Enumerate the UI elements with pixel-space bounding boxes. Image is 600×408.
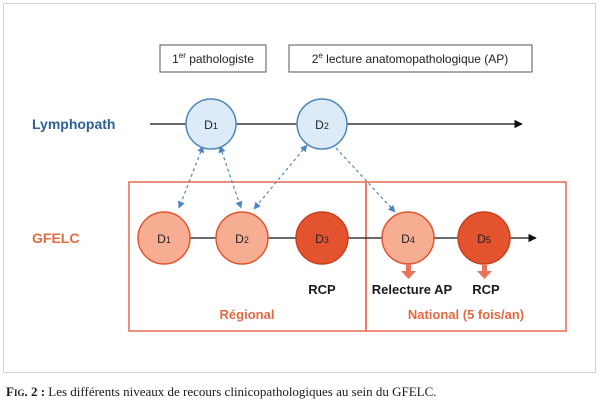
caption-text: Les différents niveaux de recours clinic… — [45, 384, 437, 399]
d3-rcp-label: RCP — [308, 282, 336, 297]
second-reading-box — [288, 44, 533, 73]
figure-caption: Fig. 2 : Les différents niveaux de recou… — [6, 384, 437, 400]
lymphopath-node-d1: D1 — [185, 98, 237, 150]
gfelc-node-d4: D4 — [381, 211, 435, 265]
diagram-canvas: 1er pathologiste 2e lecture anatomopatho… — [32, 44, 567, 332]
svg-text:D3: D3 — [315, 232, 329, 246]
svg-text:D2: D2 — [235, 232, 249, 246]
first-pathologist-label: 1er pathologiste — [172, 51, 254, 66]
second-reading-label: 2e lecture anatomopathologique (AP) — [312, 51, 509, 66]
d5-down-arrow — [477, 264, 492, 279]
link-d2-to-gfelc-d2 — [253, 144, 308, 210]
gfelc-node-d3: D3 — [295, 211, 349, 265]
gfelc-node-d1: D1 — [137, 211, 191, 265]
lymphopath-label: Lymphopath — [32, 116, 115, 132]
first-pathologist-box — [159, 44, 267, 73]
d4-relecture-label: Relecture AP — [372, 282, 453, 297]
svg-text:D5: D5 — [477, 232, 491, 246]
national-box — [365, 181, 567, 332]
svg-text:D2: D2 — [315, 118, 329, 132]
gfelc-node-d2: D2 — [215, 211, 269, 265]
svg-text:D1: D1 — [157, 232, 171, 246]
svg-text:D1: D1 — [204, 118, 218, 132]
gfelc-label: GFELC — [32, 230, 79, 246]
link-d1-to-gfelc-d2 — [218, 145, 243, 209]
national-label: National (5 fois/an) — [408, 307, 524, 322]
lymphopath-node-d2: D2 — [296, 98, 348, 150]
regional-label: Régional — [220, 307, 275, 322]
gfelc-node-d5: D5 — [457, 211, 511, 265]
figure-number: Fig. 2 : — [6, 384, 46, 399]
d4-down-arrow — [401, 264, 416, 279]
link-d2-to-gfelc-d4 — [335, 147, 396, 213]
link-d1-to-gfelc-d1 — [177, 145, 205, 209]
d5-rcp-label: RCP — [472, 282, 500, 297]
svg-text:D4: D4 — [401, 232, 415, 246]
